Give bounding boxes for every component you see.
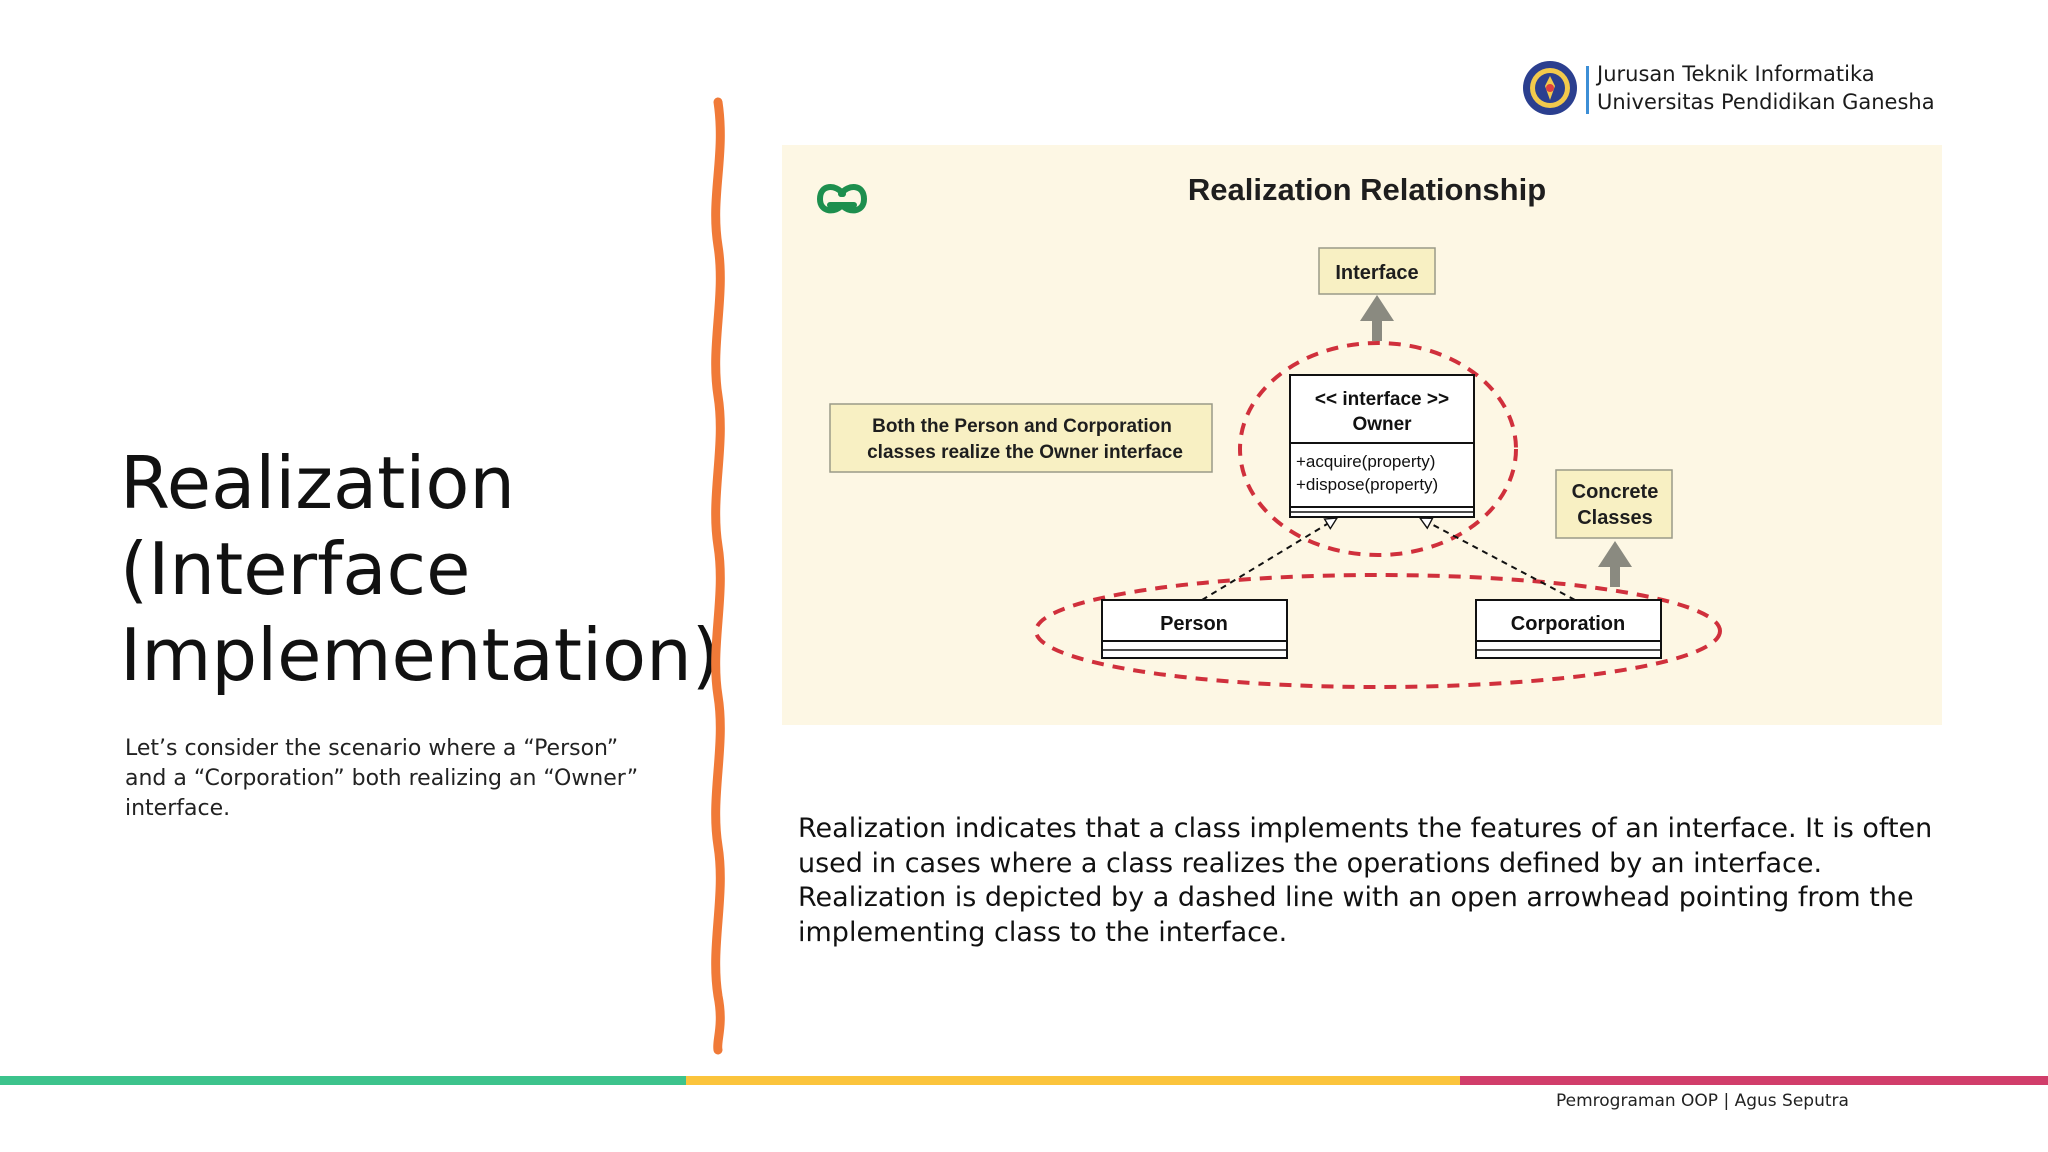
diagram-title: Realization Relationship bbox=[1188, 172, 1546, 207]
owner-method-2: +dispose(property) bbox=[1296, 475, 1438, 494]
header-divider bbox=[1586, 66, 1589, 114]
concrete-up-arrow-icon bbox=[1598, 541, 1632, 587]
wavy-line-divider bbox=[711, 97, 725, 1055]
note-line-2: classes realize the Owner interface bbox=[867, 442, 1183, 463]
concrete-line-1: Concrete bbox=[1572, 481, 1659, 503]
footer-bar-yellow bbox=[686, 1076, 1460, 1085]
owner-stereotype: << interface >> bbox=[1315, 389, 1449, 410]
person-realization-line bbox=[1201, 517, 1337, 601]
interface-highlight-ellipse bbox=[1238, 341, 1518, 557]
diagram-panel: Realization Relationship Interface << in… bbox=[782, 145, 1942, 725]
footer-bar-green bbox=[0, 1076, 686, 1085]
concrete-classes-box bbox=[1555, 469, 1673, 539]
interface-label-box bbox=[1318, 247, 1436, 295]
scenario-text: Let’s consider the scenario where a “Per… bbox=[125, 736, 639, 821]
corporation-realization-line bbox=[1420, 517, 1576, 601]
owner-name: Owner bbox=[1352, 414, 1412, 435]
realization-diagram: Realization Relationship Interface << in… bbox=[816, 172, 1722, 689]
concrete-line-2: Classes bbox=[1577, 507, 1653, 529]
interface-label: Interface bbox=[1335, 262, 1418, 284]
interface-up-arrow-icon bbox=[1360, 295, 1394, 341]
owner-method-1: +acquire(property) bbox=[1296, 452, 1435, 471]
footer-bar-red bbox=[1460, 1076, 2048, 1085]
realization-description: Realization indicates that a class imple… bbox=[798, 813, 1933, 948]
institution-line-1: Jurusan Teknik Informatika bbox=[1597, 62, 1875, 86]
slide-title: Realization (Interface Implementation) bbox=[120, 440, 720, 698]
title-line-3: Implementation) bbox=[120, 613, 720, 697]
footer-course-author: Pemrograman OOP | Agus Seputra bbox=[1556, 1091, 1849, 1111]
geeksforgeeks-logo-icon bbox=[816, 184, 868, 214]
title-line-2: (Interface bbox=[120, 527, 471, 611]
concrete-highlight-ellipse bbox=[1034, 573, 1722, 689]
university-seal-icon bbox=[1523, 61, 1577, 115]
institution-line-2: Universitas Pendidikan Ganesha bbox=[1597, 90, 1935, 114]
corporation-class: Corporation bbox=[1475, 599, 1662, 659]
note-line-1: Both the Person and Corporation bbox=[872, 416, 1172, 437]
person-label: Person bbox=[1160, 613, 1228, 635]
person-class: Person bbox=[1101, 599, 1288, 659]
owner-interface-class: << interface >> Owner +acquire(property)… bbox=[1289, 374, 1475, 518]
note-box bbox=[829, 403, 1213, 473]
corporation-label: Corporation bbox=[1511, 613, 1625, 635]
title-line-1: Realization bbox=[120, 441, 516, 525]
